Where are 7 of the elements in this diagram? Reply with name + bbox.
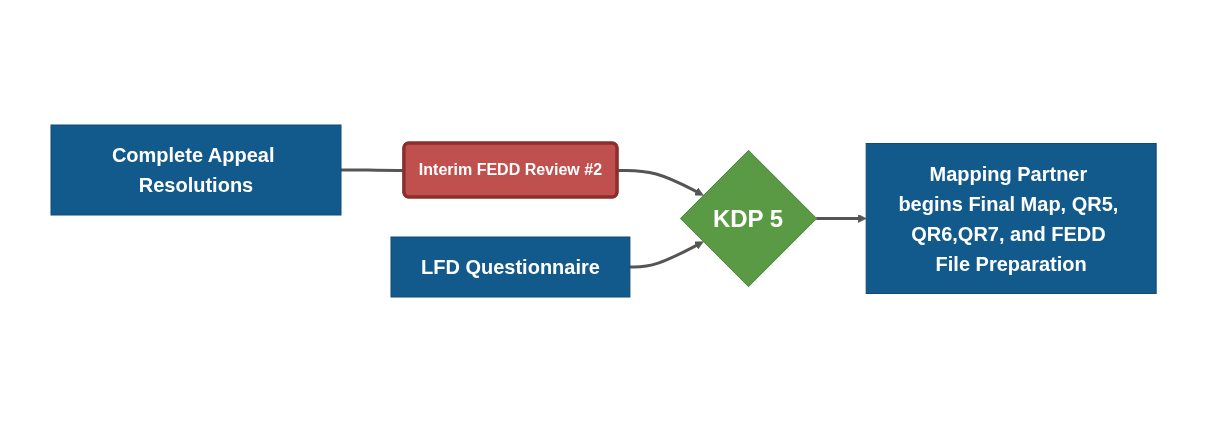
node-box: Mapping Partner begins Final Map, QR5, QR6,QR7, and FEDD File Preparation <box>865 142 1157 294</box>
arrow <box>816 213 867 223</box>
node-diamond: KDP 5 <box>679 149 818 287</box>
node-box: LFD Questionnaire <box>390 236 631 297</box>
node-box: Complete Appeal Resolutions <box>50 124 342 215</box>
arrow <box>629 240 704 268</box>
arrow <box>617 168 704 196</box>
